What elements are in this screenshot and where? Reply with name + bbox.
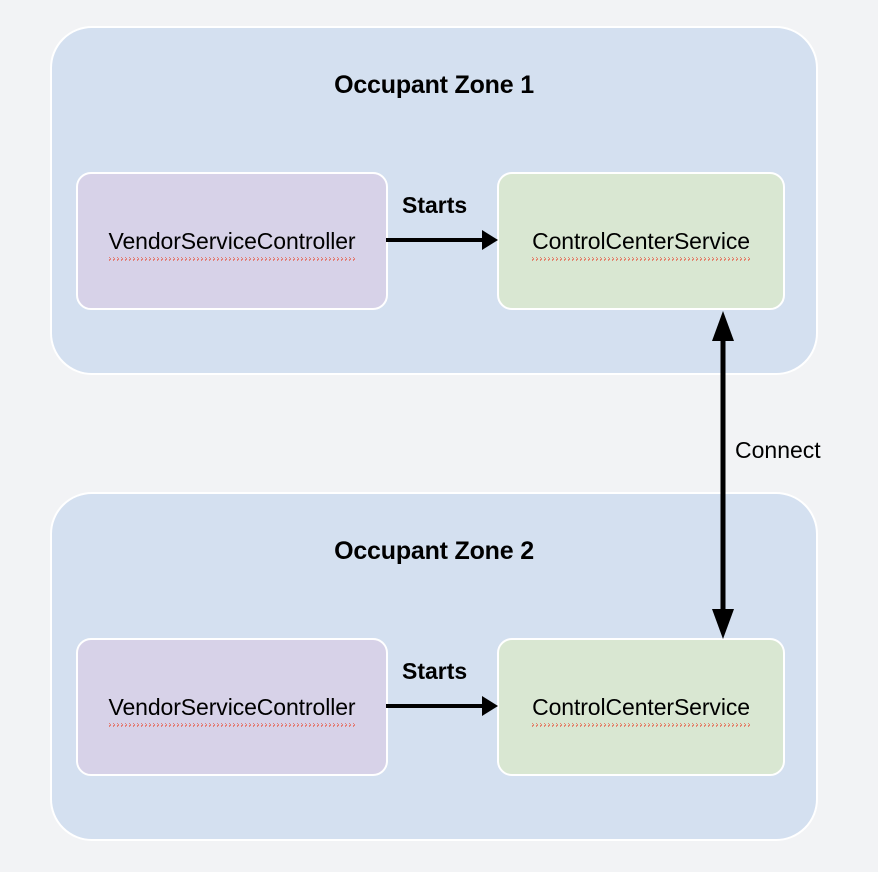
zone-1-title: Occupant Zone 1 [334,71,534,99]
edge-label-connect: Connect [735,437,821,463]
node-vendor-service-controller-zone-1[interactable]: VendorServiceController [76,172,388,310]
node-control-center-service-zone-1[interactable]: ControlCenterService [497,172,785,310]
zone-2-title: Occupant Zone 2 [334,537,534,565]
node-vendor-service-controller-zone-2[interactable]: VendorServiceController [76,638,388,776]
node-label: ControlCenterService [532,693,750,720]
node-label: VendorServiceController [108,227,356,254]
node-label: VendorServiceController [108,693,356,720]
node-label: ControlCenterService [532,227,750,254]
edge-label-starts-zone-1: Starts [402,192,468,218]
node-control-center-service-zone-2[interactable]: ControlCenterService [497,638,785,776]
edge-label-starts-zone-2: Starts [402,658,468,684]
